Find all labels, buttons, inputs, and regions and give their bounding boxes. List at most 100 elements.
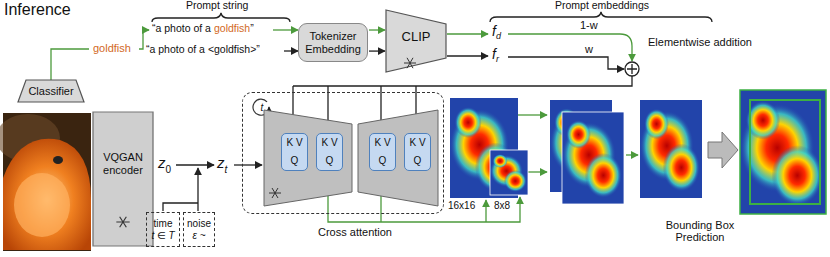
attention-wire bbox=[485, 200, 486, 222]
fish-eye bbox=[53, 156, 63, 164]
node-text: ε ~ bbox=[191, 230, 206, 242]
noise-wire bbox=[197, 168, 198, 211]
frozen-icon bbox=[407, 58, 413, 68]
embed-wire bbox=[508, 57, 624, 69]
node-text: K V bbox=[285, 137, 303, 149]
condition-wire bbox=[293, 76, 632, 86]
node-text: time bbox=[153, 218, 174, 230]
vqgan-encoder: VQGAN encoder bbox=[93, 112, 153, 246]
text-label: w bbox=[585, 43, 593, 55]
connector bbox=[369, 29, 385, 30]
map-wire bbox=[518, 114, 547, 115]
node-text: K V bbox=[320, 137, 338, 149]
frozen-icon bbox=[120, 217, 127, 227]
plus-sign bbox=[627, 64, 637, 74]
text-label: z bbox=[217, 155, 225, 172]
bounding-box bbox=[750, 100, 820, 204]
text-label: t bbox=[225, 164, 228, 175]
text-label: ” bbox=[250, 23, 254, 35]
text-label: goldfish bbox=[93, 42, 131, 54]
fish-body bbox=[3, 139, 91, 250]
bracket bbox=[490, 12, 712, 22]
node-text: Q bbox=[413, 155, 423, 167]
class-wire bbox=[51, 49, 89, 80]
attention-block: K V Q bbox=[316, 133, 343, 171]
noise-wire bbox=[163, 203, 198, 211]
frozen-icon bbox=[269, 188, 281, 198]
frozen-icon bbox=[407, 58, 413, 68]
connector bbox=[369, 50, 385, 51]
node-text: K V bbox=[408, 137, 426, 149]
fish-light bbox=[14, 173, 70, 237]
goldfish-photo bbox=[0, 113, 91, 251]
text-label: Elementwise addition bbox=[648, 36, 752, 48]
node-text: Q bbox=[290, 155, 300, 167]
node-text: t bbox=[254, 101, 270, 115]
shape-fill bbox=[93, 112, 153, 246]
text-label: r bbox=[496, 55, 499, 65]
text-label: Cross attention bbox=[318, 226, 392, 238]
prompt-wire bbox=[284, 50, 298, 51]
attention-block: K V Q bbox=[404, 133, 431, 171]
node-text: t ∈ T bbox=[150, 230, 175, 242]
node-text: Classifier bbox=[27, 85, 74, 98]
text-label: 8x8 bbox=[494, 200, 510, 211]
tokenizer-box: Tokenizer Embedding bbox=[298, 23, 368, 62]
time-box: timet ∈ T bbox=[146, 212, 180, 247]
unet bbox=[264, 110, 438, 206]
plus-circle bbox=[625, 62, 639, 76]
node-text: K V bbox=[373, 137, 391, 149]
unet-encoder bbox=[264, 110, 352, 206]
shape-fill bbox=[386, 10, 446, 72]
text-label: Bounding Box Prediction bbox=[650, 219, 750, 243]
unet-region: t K V Q K V Q K V Q K V Q bbox=[242, 92, 444, 214]
node-text: Q bbox=[325, 155, 335, 167]
text-label: f bbox=[492, 24, 496, 39]
frozen-icon bbox=[120, 217, 127, 227]
heatmap bbox=[562, 112, 624, 204]
heatmap bbox=[640, 100, 702, 198]
latent-wire bbox=[234, 164, 262, 165]
text-label: 1-w bbox=[580, 19, 598, 31]
text-label: f bbox=[492, 47, 496, 62]
heatmaps bbox=[450, 90, 826, 214]
node-text: CLIP bbox=[401, 30, 432, 45]
text-label: 0 bbox=[166, 164, 172, 175]
unet-decoder bbox=[358, 110, 438, 206]
figure-title: Inference bbox=[4, 1, 71, 19]
shape-outline bbox=[93, 112, 153, 246]
text-label: Prompt string bbox=[186, 0, 248, 12]
embed-wire bbox=[447, 33, 488, 34]
node-text: noise bbox=[186, 218, 212, 230]
map-wire bbox=[626, 154, 638, 155]
attention-block: K V Q bbox=[369, 133, 396, 171]
attention-block: K V Q bbox=[281, 133, 308, 171]
heatmap bbox=[740, 90, 826, 214]
node-text: Q bbox=[378, 155, 388, 167]
prompt-wire bbox=[273, 29, 298, 30]
clip-encoder: CLIP bbox=[386, 10, 446, 72]
classifier-box: Classifier bbox=[18, 80, 84, 102]
heatmap-edge bbox=[562, 112, 624, 204]
map-wire bbox=[528, 171, 547, 172]
text-label: Prompt embeddings bbox=[555, 0, 649, 12]
heatmap-edge bbox=[490, 150, 528, 195]
node-text: VQGAN encoder bbox=[93, 151, 153, 176]
heatmap bbox=[490, 150, 528, 195]
text-label: goldfish bbox=[214, 23, 250, 35]
text-label: “a photo of a <goldfish>” bbox=[146, 44, 260, 56]
bracket bbox=[152, 13, 290, 22]
block-arrow bbox=[708, 132, 738, 168]
shape-fill bbox=[18, 80, 84, 102]
noise-box: noiseε ~ bbox=[183, 212, 215, 247]
latent-wire bbox=[176, 164, 214, 165]
addition-symbol bbox=[625, 62, 639, 76]
text-label: 16x16 bbox=[448, 200, 475, 211]
text-label: d bbox=[496, 32, 501, 42]
text-label: “a photo of a bbox=[152, 23, 211, 35]
embed-wire bbox=[447, 55, 488, 56]
node-text: Tokenizer Embedding bbox=[299, 30, 367, 55]
map-frame bbox=[740, 90, 826, 214]
text-label: z bbox=[158, 155, 166, 172]
